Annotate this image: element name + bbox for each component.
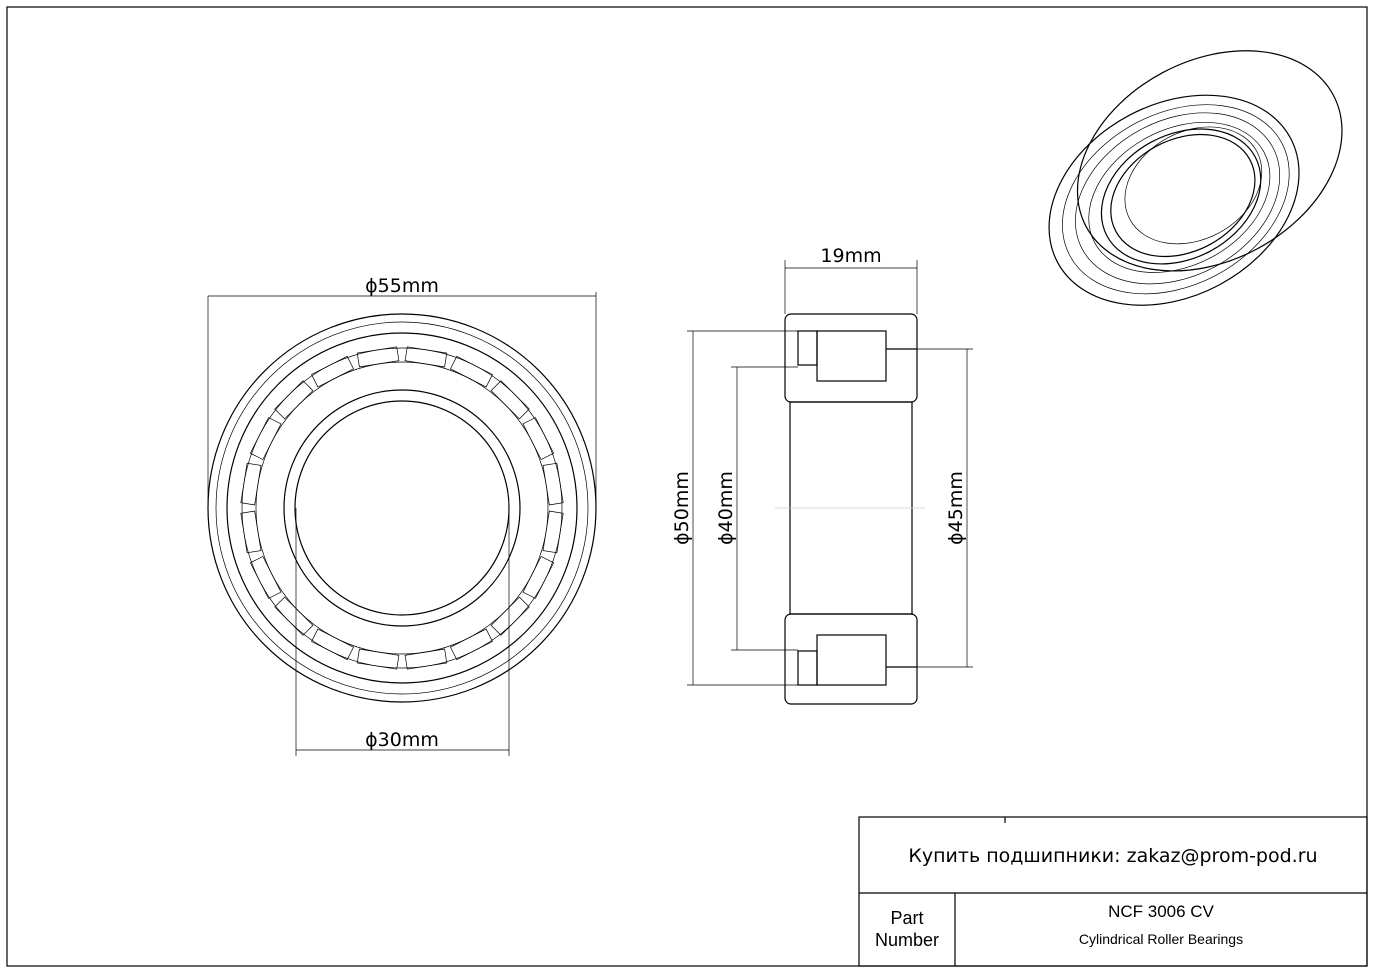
roller [490, 596, 530, 636]
roller [542, 462, 564, 506]
dim-40-label: ϕ40mm [715, 471, 737, 545]
isometric-view [1048, 50, 1343, 306]
roller [249, 555, 282, 599]
roller [356, 648, 400, 670]
roller [404, 648, 448, 670]
dim-50-label: ϕ50mm [671, 471, 693, 545]
roller [311, 355, 355, 388]
sheet-border [6, 6, 1368, 967]
roller [522, 555, 555, 599]
roller [542, 510, 564, 554]
roller [249, 417, 282, 461]
dim-19-label: 19mm [820, 245, 881, 267]
roller [449, 355, 493, 388]
contact-text: Купить подшипники: zakaz@prom-pod.ru [908, 845, 1318, 867]
roller [240, 462, 262, 506]
part-label-line2: Number [874, 930, 940, 950]
roller [490, 380, 530, 420]
roller [274, 380, 314, 420]
part-label-line1: Part [890, 908, 924, 928]
roller [522, 417, 555, 461]
dim-45-label: ϕ45mm [945, 471, 967, 545]
roller [356, 346, 400, 368]
roller [274, 596, 314, 636]
part-description: Cylindrical Roller Bearings [1078, 931, 1244, 947]
front-view: ϕ55mm ϕ30mm [207, 275, 597, 756]
roller [240, 510, 262, 554]
roller [311, 628, 355, 661]
title-block [858, 816, 1368, 967]
roller [449, 628, 493, 661]
part-number-label: Part Number [859, 907, 955, 951]
dim-55-label: ϕ55mm [365, 275, 439, 297]
section-view: 19mm ϕ50mm ϕ40mm ϕ45mm [671, 245, 973, 705]
roller [404, 346, 448, 368]
part-number: NCF 3006 CV [1108, 902, 1214, 921]
dim-30-label: ϕ30mm [365, 729, 439, 751]
